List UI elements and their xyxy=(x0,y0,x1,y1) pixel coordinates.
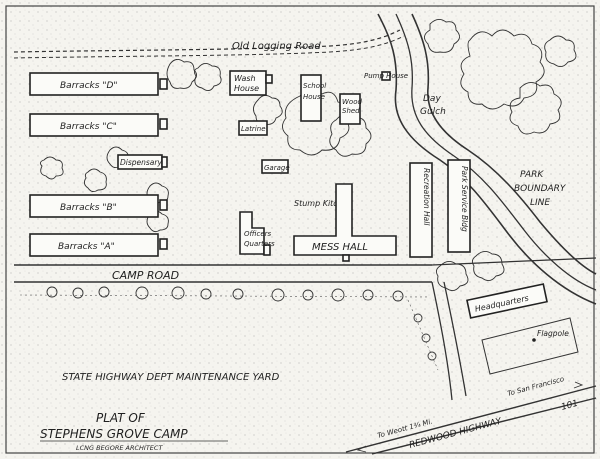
park-boundary-label-3: LINE xyxy=(530,198,550,208)
barracks-d-label: Barracks "D" xyxy=(60,81,118,91)
wood-shed: Wood Shed xyxy=(339,93,362,125)
barracks-a: Barracks "A" xyxy=(29,233,168,257)
tree-cluster-upper-right xyxy=(424,19,577,135)
barracks-c: Barracks "C" xyxy=(29,113,168,137)
barracks-a-label: Barracks "A" xyxy=(58,242,115,252)
arrow-to-weott-icon xyxy=(356,445,367,453)
title-line-2: STEPHENS GROVE CAMP xyxy=(40,427,188,441)
park-service-bldg-label: Park Service Bldg xyxy=(460,166,469,232)
day-gulch-label-1: Day xyxy=(423,94,441,104)
mess-hall: MESS HALL xyxy=(293,183,397,262)
recreation-hall-label: Recreation Hall xyxy=(422,168,431,226)
school-house: School House xyxy=(300,74,326,122)
wash-house-label-1: Wash xyxy=(234,74,256,83)
map-border xyxy=(5,5,595,454)
barracks-c-label: Barracks "C" xyxy=(60,122,117,132)
camp-road: CAMP ROAD xyxy=(14,257,597,283)
title-line-3: LCNG BEGORE ARCHITECT xyxy=(76,444,163,452)
old-logging-road xyxy=(13,29,401,53)
school-house-label-2: House xyxy=(303,93,325,101)
pump-house-label: Pump House xyxy=(364,72,408,80)
officers-quarters: Officers Quarters xyxy=(239,211,275,256)
title-line-1: PLAT OF xyxy=(96,411,146,425)
highway-number-label: 101 xyxy=(560,399,579,413)
dispensary-label: Dispensary xyxy=(120,158,162,167)
wood-shed-label-1: Wood xyxy=(342,98,362,106)
barracks-b-label: Barracks "B" xyxy=(60,203,117,213)
day-gulch-label-2: Gulch xyxy=(420,107,446,117)
camp-road-label: CAMP ROAD xyxy=(112,269,179,282)
stump-kitchen-label: Stump Kitchen xyxy=(294,199,353,208)
officers-quarters-label-2: Quarters xyxy=(244,240,275,248)
maintenance-yard-label: STATE HIGHWAY DEPT MAINTENANCE YARD xyxy=(62,372,280,383)
dispensary: Dispensary xyxy=(117,154,168,170)
officers-quarters-label-1: Officers xyxy=(244,230,272,238)
mess-hall-label: MESS HALL xyxy=(312,242,368,253)
barracks-b: Barracks "B" xyxy=(29,194,168,218)
flagpole-label: Flagpole xyxy=(537,329,569,338)
garage-label: Garage xyxy=(264,164,290,172)
old-logging-road-label: Old Logging Road xyxy=(232,41,321,52)
wash-house-label-2: House xyxy=(234,84,259,93)
recreation-hall: Recreation Hall xyxy=(409,162,433,258)
barracks-d: Barracks "D" xyxy=(29,72,168,96)
pump-house: Pump House xyxy=(364,71,408,81)
road-tree-row xyxy=(19,286,439,371)
school-house-label-1: School xyxy=(303,82,326,90)
title-block: PLAT OF STEPHENS GROVE CAMP LCNG BEGORE … xyxy=(40,411,228,452)
arrow-to-san-francisco-icon xyxy=(573,381,584,389)
wood-shed-label-2: Shed xyxy=(342,107,360,115)
wash-house: Wash House xyxy=(229,70,273,96)
latrine-label: Latrine xyxy=(241,125,266,133)
park-service-bldg: Park Service Bldg xyxy=(447,159,471,253)
headquarters: Headquarters xyxy=(466,283,548,319)
garage: Garage xyxy=(261,159,290,174)
park-boundary-label-1: PARK xyxy=(520,170,544,180)
latrine: Latrine xyxy=(238,120,268,136)
flagpole-area: Flagpole xyxy=(481,317,579,375)
creek-left-bank xyxy=(377,13,597,305)
park-boundary-line xyxy=(411,13,597,275)
park-boundary-label-2: BOUNDARY xyxy=(514,184,567,194)
